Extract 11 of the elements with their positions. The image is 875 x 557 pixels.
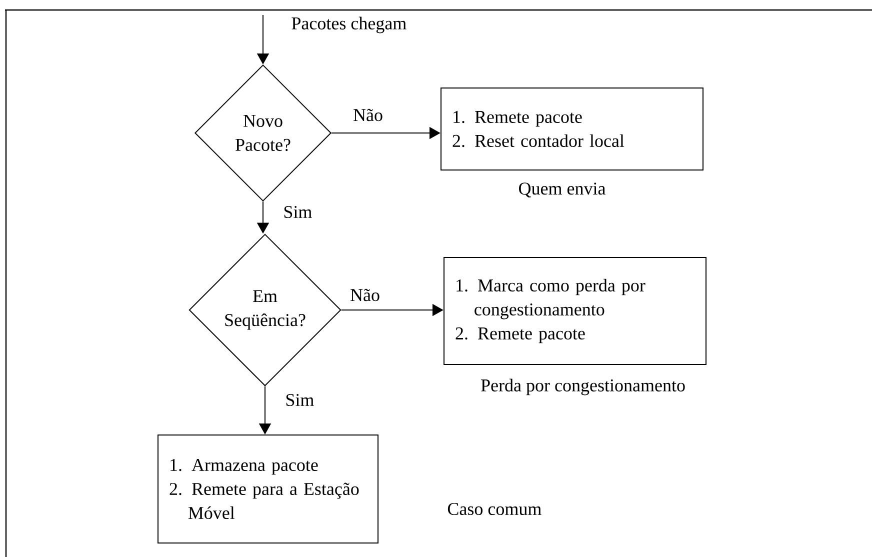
node-caption: Perda por congestionamento	[481, 378, 685, 396]
node-caption: Quem envia	[519, 182, 606, 198]
edge-label: Sim	[284, 206, 312, 218]
edge-label: Não	[350, 288, 380, 302]
edge-label: Pacotes chegam	[292, 16, 406, 34]
edge-label: Sim	[286, 394, 314, 406]
process-box: 1. Marca como perda por congestionamento 2. Remete pacote	[444, 257, 706, 365]
edge-label: Não	[354, 108, 382, 122]
process-box: 1. Armazena pacote 2. Remete para a Estação Móvel	[158, 434, 378, 544]
node-caption: Caso comum	[448, 502, 542, 516]
process-box: 1. Remete pacote 2. Reset contador local	[440, 88, 704, 170]
